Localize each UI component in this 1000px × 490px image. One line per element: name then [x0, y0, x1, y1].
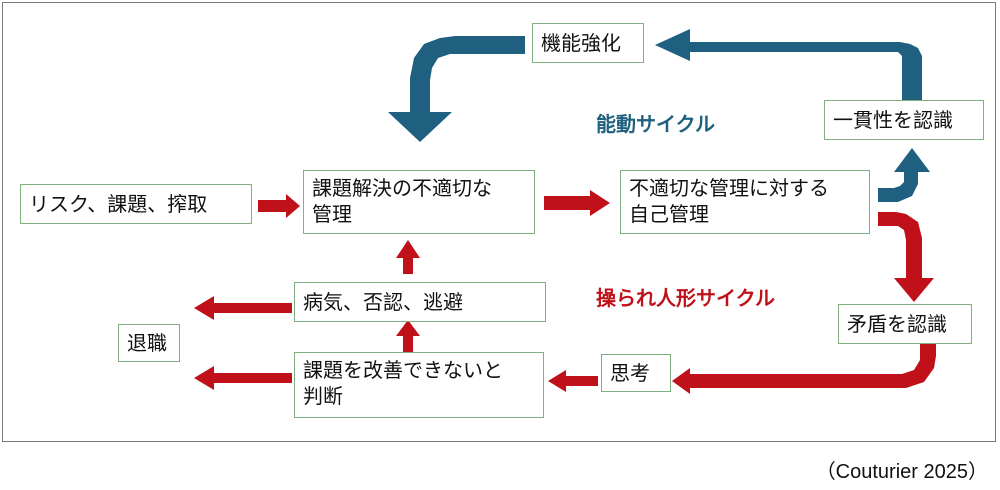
arrow-consistency-to-capacity-body: [655, 29, 922, 100]
box-capacity-strengthening: 機能強化: [532, 23, 644, 63]
box-risk-issues-exploitation-text: リスク、課題、搾取: [29, 192, 208, 216]
box-consistency-recognition: 一貫性を認識: [824, 100, 984, 140]
citation: （Couturier 2025）: [815, 461, 988, 483]
box-illness-denial-avoidance: 病気、否認、逃避: [294, 282, 546, 322]
box-thinking-text: 思考: [610, 361, 650, 385]
box-illness-denial-avoidance-text: 病気、否認、逃避: [303, 290, 463, 314]
box-self-management: 不適切な管理に対する 自己管理: [620, 170, 870, 234]
box-judgment-line1: 課題を改善できないと: [303, 358, 503, 382]
box-consistency-recognition-text: 一貫性を認識: [833, 108, 953, 132]
arrow-management-to-selfmanagement: [544, 190, 610, 216]
box-capacity-strengthening-text: 機能強化: [541, 31, 621, 55]
box-contradiction-recognition-text: 矛盾を認識: [847, 312, 947, 336]
arrow-selfmanagement-to-consistency: [878, 148, 930, 202]
arrow-illness-to-left: [194, 296, 292, 320]
arrow-judgment-to-illness: [396, 320, 420, 352]
box-inappropriate-management-line1: 課題解決の不適切な: [312, 176, 492, 200]
box-self-management-line1: 不適切な管理に対する: [629, 176, 829, 200]
box-judgment-line2: 判断: [303, 384, 343, 408]
arrow-contradiction-to-thinking: [672, 344, 936, 394]
arrow-consistency-to-capacity: [652, 30, 912, 100]
box-resignation: 退職: [118, 324, 180, 362]
box-thinking: 思考: [601, 354, 671, 392]
label-active-cycle: 能動サイクル: [596, 112, 715, 136]
box-inappropriate-management: 課題解決の不適切な 管理: [303, 170, 535, 234]
arrow-risk-to-management: [258, 194, 300, 218]
arrow-thinking-to-judgment: [548, 370, 598, 392]
box-inappropriate-management-line2: 管理: [312, 202, 352, 226]
arrow-selfmanagement-to-contradiction: [878, 212, 934, 302]
arrow-capacity-to-management: [388, 36, 525, 142]
box-contradiction-recognition: 矛盾を認識: [838, 304, 972, 344]
box-self-management-line2: 自己管理: [629, 202, 709, 226]
box-resignation-text: 退職: [127, 331, 167, 355]
arrow-judgment-to-left: [194, 366, 292, 390]
box-judgment: 課題を改善できないと 判断: [294, 352, 544, 418]
arrow-illness-to-management: [396, 240, 420, 274]
box-risk-issues-exploitation: リスク、課題、搾取: [20, 184, 252, 224]
label-puppet-cycle: 操られ人形サイクル: [596, 286, 775, 310]
